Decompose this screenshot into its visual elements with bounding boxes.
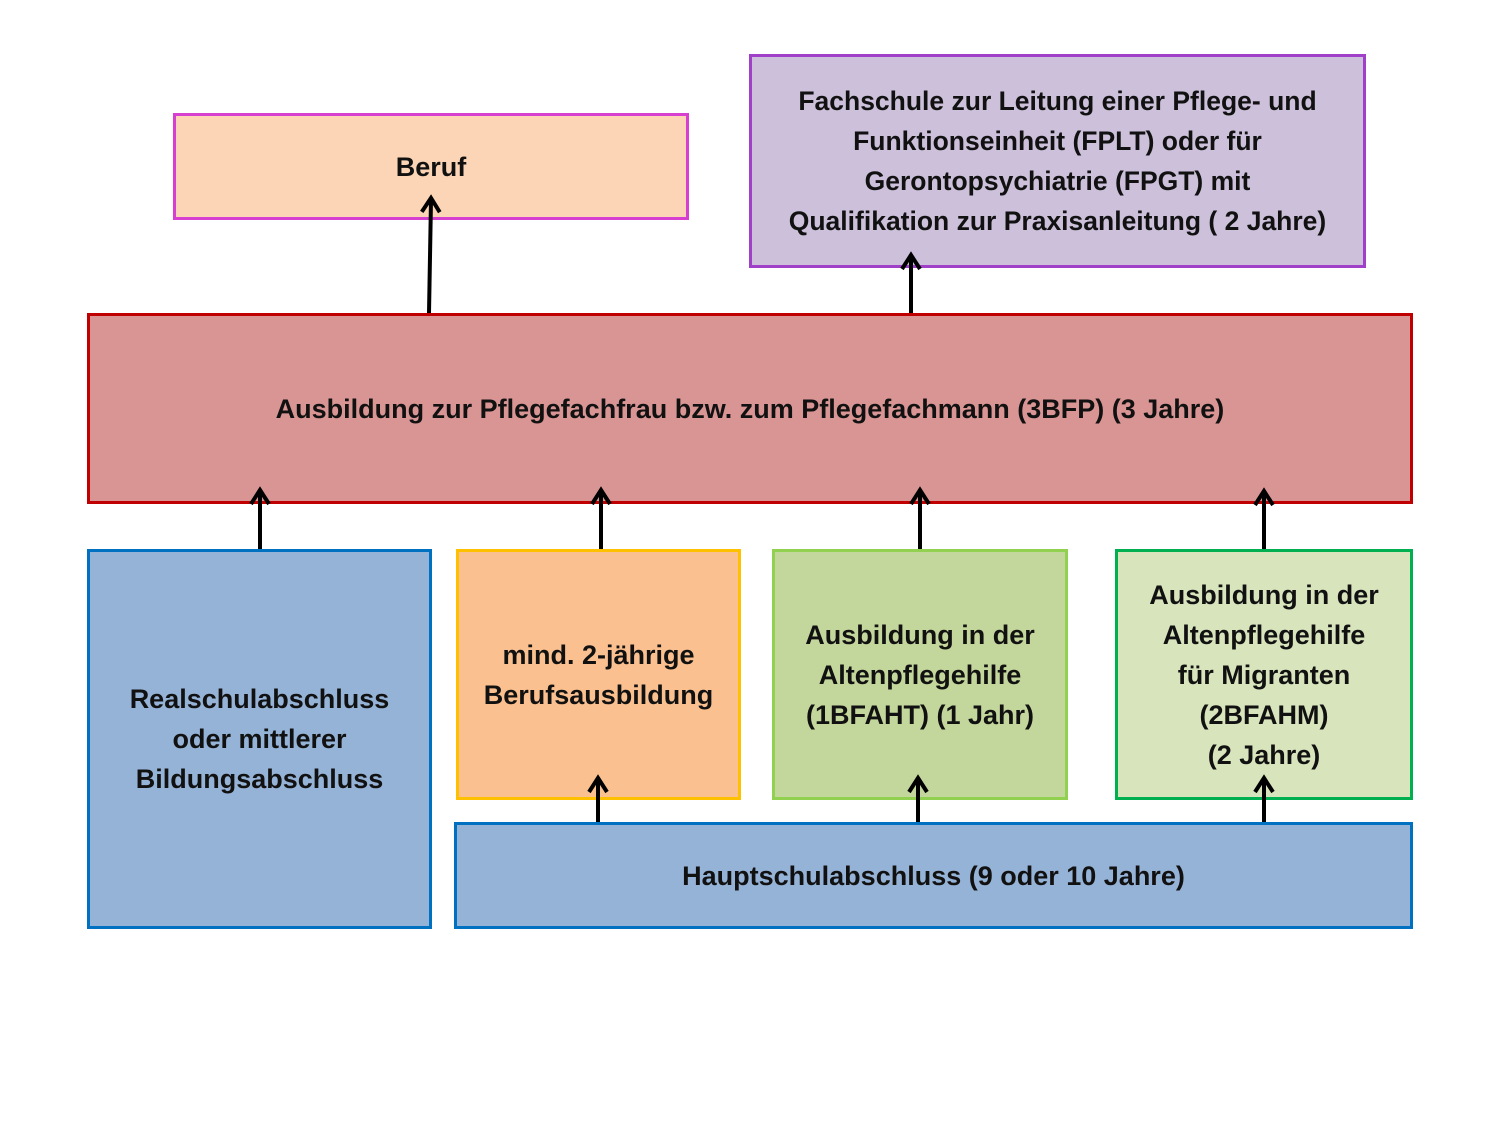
box-altenpflegehilfe-migranten: Ausbildung in der Altenpflegehilfe für M… (1115, 549, 1413, 800)
box-ausbildung-pflegefachkraft: Ausbildung zur Pflegefachfrau bzw. zum P… (87, 313, 1413, 504)
box-berufsausbildung: mind. 2-jährige Berufsausbildung (456, 549, 741, 800)
box-hauptschulabschluss: Hauptschulabschluss (9 oder 10 Jahre) (454, 822, 1413, 929)
box-fachschule: Fachschule zur Leitung einer Pflege- und… (749, 54, 1366, 268)
box-realschulabschluss: Realschulabschluss oder mittlerer Bildun… (87, 549, 432, 929)
box-beruf: Beruf (173, 113, 689, 220)
box-altenpflegehilfe: Ausbildung in der Altenpflegehilfe (1BFA… (772, 549, 1068, 800)
